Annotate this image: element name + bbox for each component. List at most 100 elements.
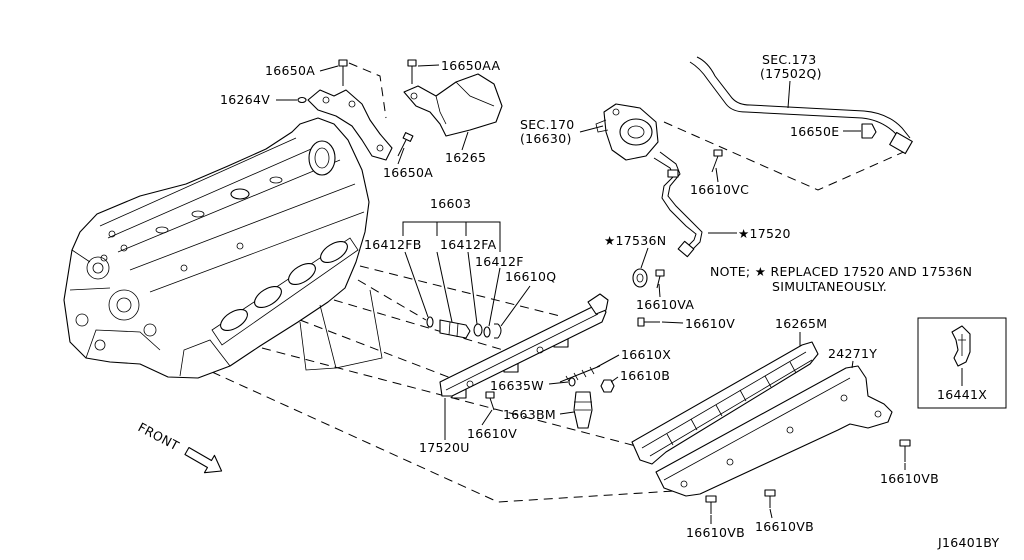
callout-16412FA: 16412FA	[440, 237, 497, 252]
detail-frame	[917, 317, 1007, 409]
hose-end-fitting	[677, 240, 695, 258]
bolt-16610V-right	[637, 317, 660, 327]
intake-port	[220, 308, 248, 332]
fuel-pump-sec170	[595, 103, 659, 161]
callouts: 16650A 16264V 16650AA 16265 16650A SEC.1…	[220, 52, 999, 550]
ring-16412F	[483, 326, 491, 338]
injector-body	[439, 319, 471, 339]
leader-16650AA	[417, 64, 440, 67]
bracket-16264V	[297, 89, 393, 161]
bracket-body	[655, 365, 893, 497]
leader-16412F	[488, 267, 501, 327]
cover-bolt	[94, 339, 106, 351]
bracket-edge	[663, 377, 851, 481]
callout-16650AA: 16650AA	[441, 58, 500, 73]
callout-16610VC: 16610VC	[690, 182, 749, 197]
callout-16650E: 16650E	[790, 124, 839, 139]
plug-well	[191, 210, 205, 218]
cam-cover-ridge	[99, 137, 297, 227]
dashed-line	[663, 121, 909, 191]
bolt-shaft	[656, 275, 661, 289]
cover-bolt	[143, 323, 157, 337]
callout-16610VA: 16610VA	[636, 297, 694, 312]
callout-16650A-top: 16650A	[265, 63, 315, 78]
bolt-head	[713, 149, 723, 157]
leader-16265	[461, 131, 469, 151]
bolt-shaft	[397, 139, 407, 157]
tube-edge	[696, 56, 911, 139]
engine-mount-edge	[299, 321, 337, 371]
leader-16635W	[548, 381, 569, 385]
pump-face-inner	[627, 125, 645, 139]
dashed-line	[299, 319, 457, 381]
callout-16610X: 16610X	[621, 347, 671, 362]
hose-clamp	[667, 169, 679, 178]
fitting-body	[632, 268, 648, 288]
note-line-1: NOTE; ★ REPLACED 17520 AND 17536N	[710, 264, 972, 279]
dashed-line	[211, 371, 691, 503]
callout-16412F: 16412F	[475, 254, 524, 269]
tube-connector	[889, 131, 913, 155]
bracket-hole	[680, 480, 688, 488]
callout-16264V: 16264V	[220, 92, 270, 107]
rail-mount-hole	[466, 380, 474, 388]
dashed-line	[333, 299, 511, 353]
leader-16412FA	[467, 251, 478, 325]
dashed-line	[357, 279, 427, 321]
front-label: FRONT	[136, 419, 182, 453]
callout-16610VB-bottom-mid: 16610VB	[755, 519, 814, 534]
fuel-hose-17520	[653, 151, 703, 258]
intake-port	[254, 285, 282, 309]
stud-16610X	[559, 365, 601, 384]
sensor-band	[574, 401, 592, 411]
washer-body	[568, 377, 576, 387]
head-bolt	[236, 242, 244, 250]
clip-16650E	[861, 123, 877, 139]
fuel-injector-16603	[426, 316, 502, 339]
fuel-pressure-sensor-1663BM	[573, 391, 593, 429]
cover-ribs	[666, 361, 797, 446]
callout-16610V-left: 16610V	[467, 426, 517, 441]
injector-band	[448, 321, 459, 338]
cover-bolt	[75, 313, 89, 327]
callout-16265M: 16265M	[775, 316, 827, 331]
stud-shaft	[559, 365, 601, 383]
fitting-bore	[636, 273, 644, 283]
dashed-line	[359, 265, 561, 317]
bracket-hole	[322, 96, 330, 104]
bolt-16610VB-bottom-mid	[764, 489, 776, 508]
head-bolt	[120, 244, 128, 252]
cam-cover-ridge	[129, 183, 356, 271]
intake-port	[320, 240, 348, 264]
leader-16610X	[596, 354, 620, 368]
callout-16650A-mid: 16650A	[383, 165, 433, 180]
exhaust-opening-inner	[314, 147, 330, 169]
callout-17520U: 17520U	[419, 440, 470, 455]
harness-clip	[951, 325, 971, 367]
heat-insulator-16265	[403, 73, 503, 137]
bolt-head	[338, 59, 348, 67]
bolt-16610VB-bottom-left	[705, 495, 717, 514]
bracket-24271Y	[655, 365, 893, 497]
cover-edge	[641, 351, 807, 449]
callout-sec173: SEC.173	[762, 52, 817, 67]
leader-16650A-mid	[397, 147, 405, 165]
cam-cover-ridge	[107, 145, 319, 239]
leader-1663BM	[559, 411, 575, 415]
engine-mount	[319, 289, 383, 369]
leader-16610VB-bottom-mid	[769, 508, 773, 519]
leader-16610VA	[658, 283, 661, 298]
callout-16610V-right: 16610V	[685, 316, 735, 331]
callout-17520: ★17520	[738, 226, 791, 241]
leader-16610V-left	[481, 409, 493, 426]
insulator-body	[403, 73, 503, 137]
callout-sec170-ref: (16630)	[520, 131, 572, 146]
bolt-head	[402, 132, 414, 142]
insulator-hole	[410, 92, 418, 100]
timing-pulley	[86, 256, 110, 280]
bolt-shaft	[711, 155, 719, 173]
hose-edge	[659, 151, 703, 253]
dashed-line	[348, 62, 387, 119]
bolt-16650AA	[407, 59, 417, 84]
rail-edge	[445, 313, 599, 391]
